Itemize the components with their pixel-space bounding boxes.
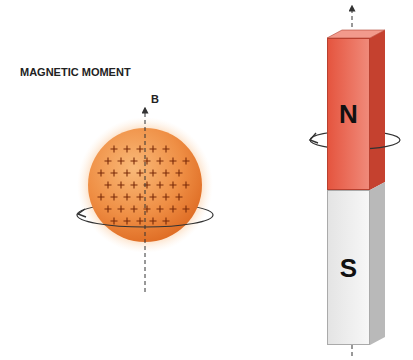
plus-charge [105,158,112,165]
field-label: B [151,93,159,105]
plus-charge [124,218,131,225]
plus-charge [137,170,144,177]
plus-charge [163,170,170,177]
plus-charge [183,206,190,213]
axis-arrow [145,108,146,292]
plus-charge [150,218,157,225]
plus-charge [111,146,118,153]
plus-charge [124,194,131,201]
magnet-side-s [370,182,385,345]
magnet-orbit-arrow [310,133,318,143]
plus-charge [150,194,157,201]
plus-charge [111,218,118,225]
plus-charge [163,146,170,153]
charges [98,146,190,225]
plus-charge [118,182,125,189]
plus-charge [137,146,144,153]
plus-charge [137,194,144,201]
plus-charge [170,158,177,165]
plus-charge [150,146,157,153]
orbit-arrow [78,209,86,217]
plus-charge [170,206,177,213]
plus-charge [176,194,183,201]
plus-charge [124,170,131,177]
plus-charge [137,218,144,225]
magnet-side-n [370,30,385,190]
plus-charge [170,182,177,189]
plus-charge [183,182,190,189]
plus-charge [157,158,164,165]
plus-charge [124,146,131,153]
north-pole: N [327,38,370,190]
plus-charge [105,182,112,189]
plus-charge [131,206,138,213]
plus-charge [98,170,105,177]
plus-charge [118,206,125,213]
pole-letter: S [340,255,357,281]
plus-charge [176,170,183,177]
plus-charge [111,170,118,177]
south-pole: S [327,190,370,345]
plus-charge [150,170,157,177]
plus-charge [163,218,170,225]
plus-charge [131,182,138,189]
plus-charge [111,194,118,201]
diagram-title: MAGNETIC MOMENT [20,66,131,78]
orbit-front [77,215,213,227]
plus-charge [118,158,125,165]
plus-charge [163,194,170,201]
plus-charge [105,206,112,213]
plus-charge [183,158,190,165]
plus-charge [131,158,138,165]
plus-charge [157,206,164,213]
plus-charge [98,194,105,201]
pole-letter: N [339,101,358,127]
plus-charge [157,182,164,189]
